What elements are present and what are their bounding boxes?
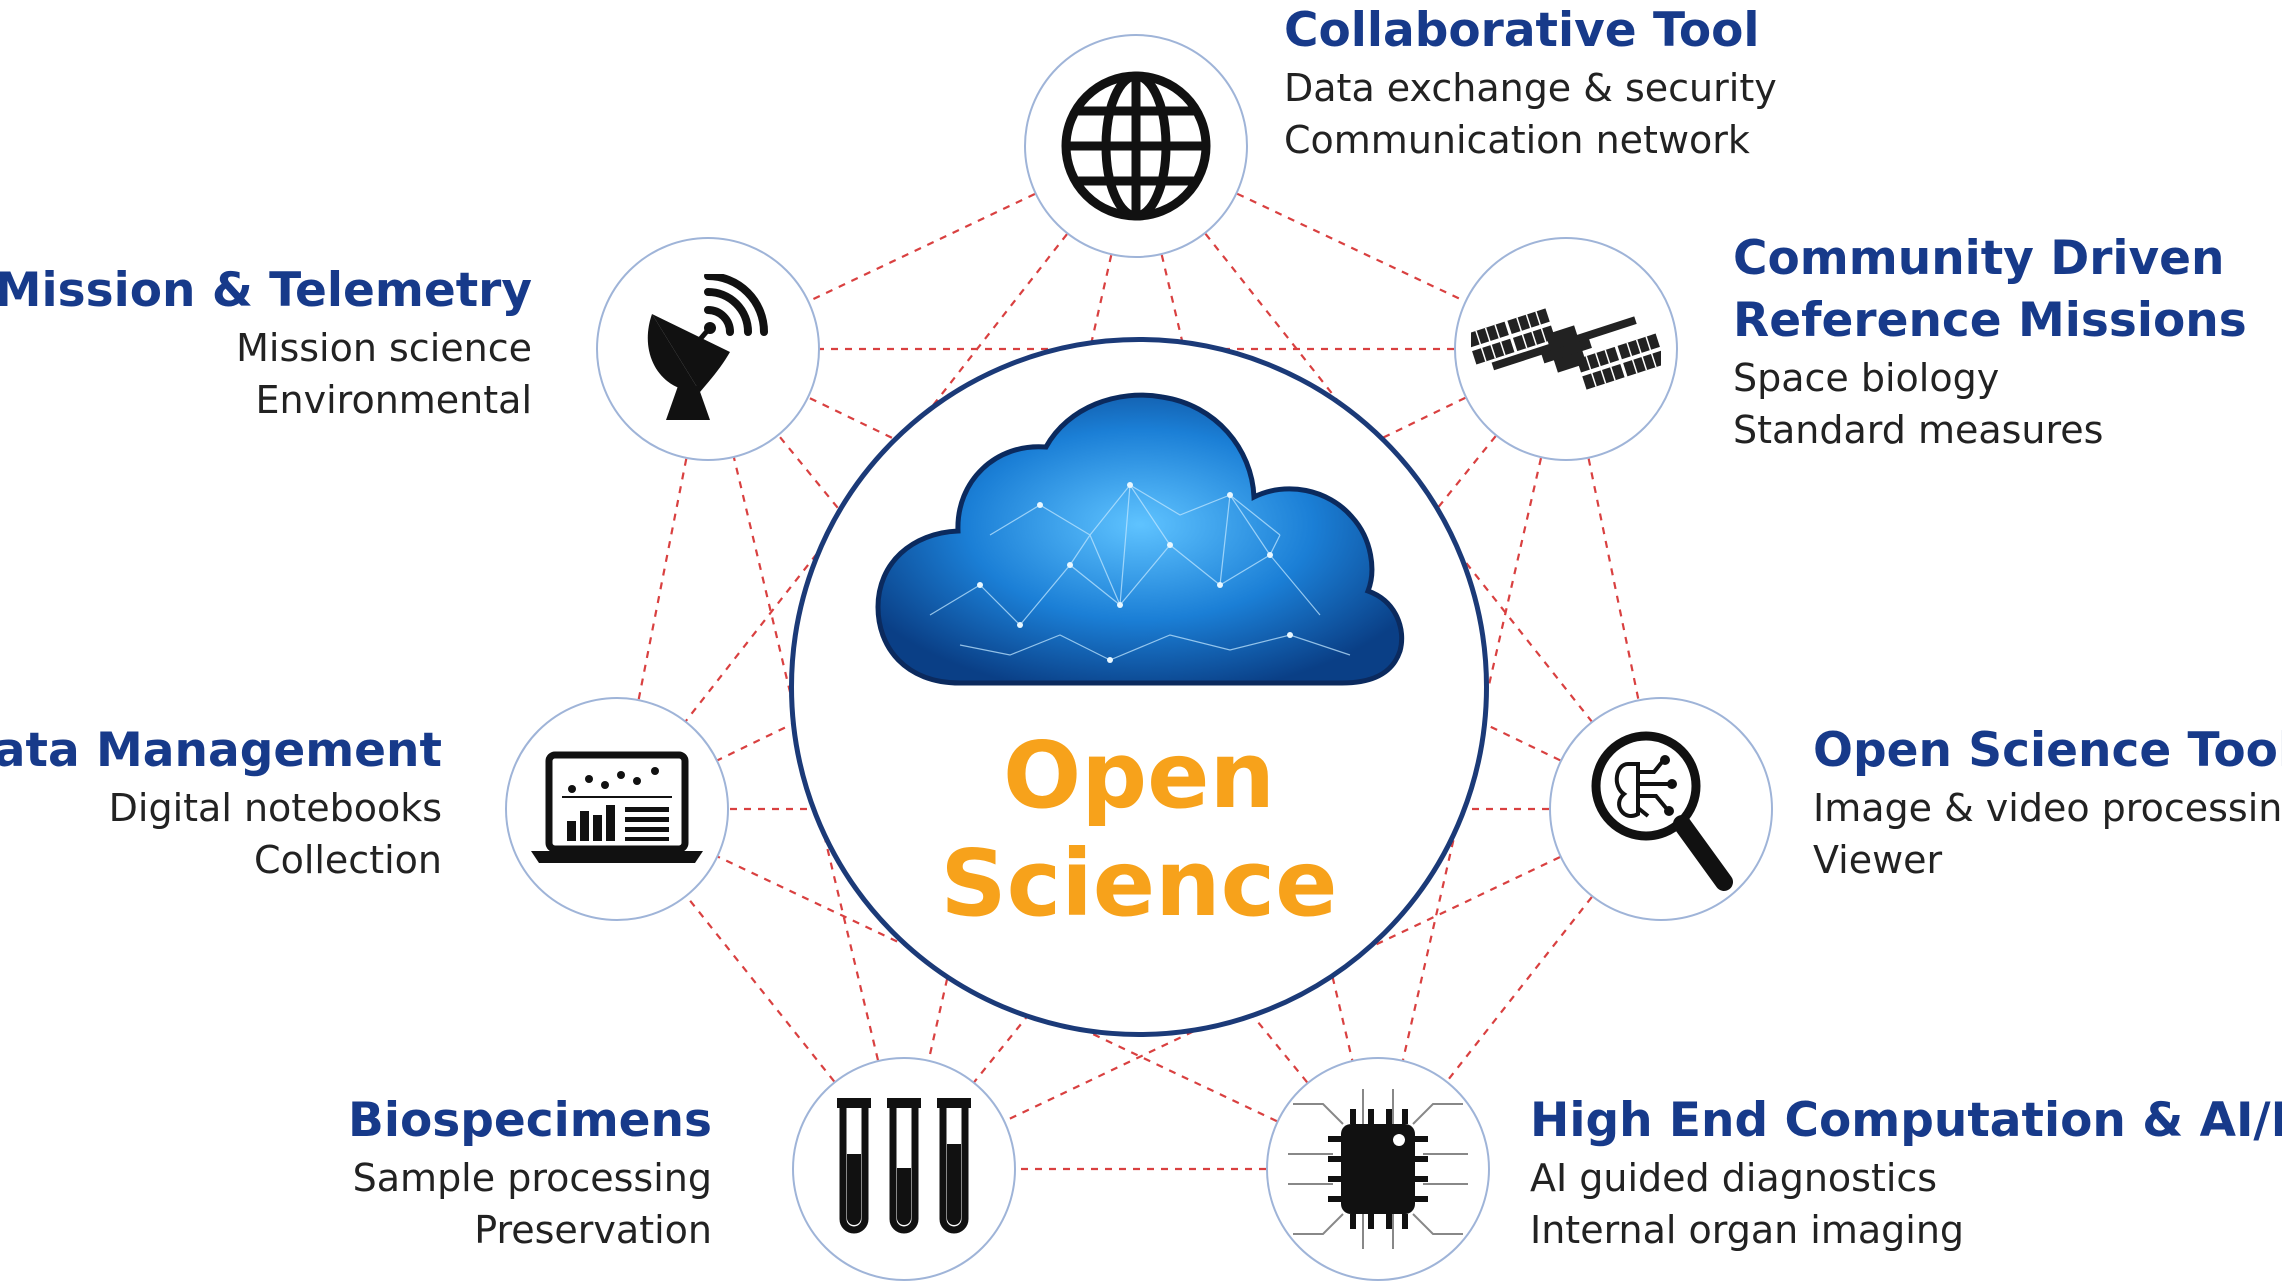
node-line: Collection <box>254 838 442 882</box>
node-community-driven <box>1454 237 1678 461</box>
node-title: Data Management <box>0 723 442 778</box>
laptop-chart-icon <box>531 751 703 863</box>
label-high-end-computation: High End Computation & AI/ML AI guided d… <box>1530 1090 2282 1256</box>
satellite-dish-icon <box>647 274 768 420</box>
node-high-end-computation <box>1266 1057 1490 1281</box>
label-mission-telemetry: Mission & Telemetry Mission science Envi… <box>0 260 532 426</box>
label-open-science-tools: Open Science Tools Image & video process… <box>1813 720 2282 886</box>
test-tubes-icon <box>837 1098 971 1234</box>
node-title: Biospecimens <box>348 1093 712 1148</box>
node-title: Reference Missions <box>1733 293 2247 348</box>
node-collaborative-tool <box>1024 34 1248 258</box>
node-line: Environmental <box>255 378 532 422</box>
node-line: Digital notebooks <box>108 786 442 830</box>
node-line: Communication network <box>1284 118 1750 162</box>
node-title: Open Science Tools <box>1813 723 2282 778</box>
globe-icon <box>1061 71 1211 221</box>
node-title: Community Driven <box>1733 231 2225 286</box>
node-line: Preservation <box>474 1208 712 1252</box>
node-line: Image & video processing <box>1813 786 2282 830</box>
node-title: Mission & Telemetry <box>0 263 532 318</box>
center-title-line-2: Science <box>940 830 1338 937</box>
label-community-driven: Community Driven Reference Missions Spac… <box>1733 228 2247 456</box>
node-mission-telemetry <box>596 237 820 461</box>
cloud-network-icon <box>875 392 1405 686</box>
node-biospecimens <box>792 1057 1016 1281</box>
node-line: AI guided diagnostics <box>1530 1156 1938 1200</box>
node-line: Internal organ imaging <box>1530 1208 1965 1252</box>
chip-icon <box>1288 1089 1468 1249</box>
node-line: Space biology <box>1733 356 2000 400</box>
center-title-line-1: Open <box>1003 722 1275 829</box>
node-line: Sample processing <box>352 1156 712 1200</box>
label-data-management: Data Management Digital notebooks Collec… <box>0 720 442 886</box>
node-line: Standard measures <box>1733 408 2104 452</box>
space-station-icon <box>1471 308 1661 390</box>
connection-link <box>707 348 1379 1170</box>
node-open-science-tools <box>1549 697 1773 921</box>
node-line: Data exchange & security <box>1284 66 1777 110</box>
label-biospecimens: Biospecimens Sample processing Preservat… <box>348 1090 712 1256</box>
node-title: Collaborative Tool <box>1284 3 1760 58</box>
node-title: High End Computation & AI/ML <box>1530 1093 2282 1148</box>
node-line: Viewer <box>1813 838 1943 882</box>
magnifier-circuit-icon <box>1591 731 1733 891</box>
node-line: Mission science <box>236 326 532 370</box>
label-collaborative-tool: Collaborative Tool Data exchange & secur… <box>1284 0 1777 166</box>
node-data-management <box>505 697 729 921</box>
